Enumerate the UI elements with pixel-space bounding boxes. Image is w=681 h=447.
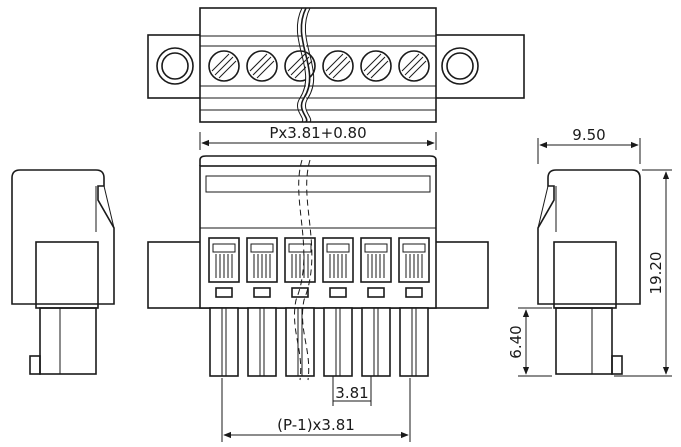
contact-pin	[323, 307, 353, 377]
left-side-body	[11, 169, 115, 305]
screw-icon	[322, 50, 354, 82]
mounting-hole-left-inner	[161, 52, 189, 80]
terminal-opening	[398, 237, 430, 298]
terminal-row	[208, 237, 430, 298]
right-side-body	[537, 169, 641, 305]
dim-height-label: 19.20	[647, 252, 665, 295]
dim-height: 19.20	[614, 169, 672, 377]
terminal-opening	[360, 237, 392, 298]
contact-pin	[209, 307, 239, 377]
terminal-opening	[284, 237, 316, 298]
front-view-body	[199, 165, 437, 309]
left-side-pin-block	[39, 307, 97, 375]
right-side-view	[537, 169, 641, 375]
dim-pin-span: (P-1)x3.81	[221, 378, 411, 442]
dim-depth-label: 9.50	[572, 126, 605, 144]
screw-icon	[398, 50, 430, 82]
dim-pin-length: 6.40	[507, 307, 552, 377]
dim-pin-span-label: (P-1)x3.81	[277, 416, 355, 434]
dim-depth: 9.50	[537, 126, 641, 164]
dim-pitch-label: 3.81	[335, 384, 368, 402]
screw-icon	[208, 50, 240, 82]
screw-icon	[360, 50, 392, 82]
dim-overall-width-label: Px3.81+0.80	[269, 124, 366, 142]
mounting-hole-left-outer	[156, 47, 194, 85]
dim-overall-width: Px3.81+0.80	[199, 124, 437, 150]
front-view	[147, 155, 489, 381]
contact-pin	[361, 307, 391, 377]
terminal-opening	[208, 237, 240, 298]
dim-pitch: 3.81	[332, 376, 372, 406]
mounting-hole-right-outer	[441, 47, 479, 85]
mounting-hole-right-inner	[446, 52, 474, 80]
left-side-view	[11, 169, 115, 375]
right-side-pin-block	[555, 307, 613, 375]
top-view	[147, 7, 525, 123]
contact-pin	[285, 307, 315, 377]
contact-pin	[247, 307, 277, 377]
terminal-opening	[246, 237, 278, 298]
screw-icon	[246, 50, 278, 82]
dim-pin-length-label: 6.40	[507, 325, 525, 358]
contact-pin	[399, 307, 429, 377]
terminal-opening	[322, 237, 354, 298]
pin-row	[209, 307, 429, 377]
